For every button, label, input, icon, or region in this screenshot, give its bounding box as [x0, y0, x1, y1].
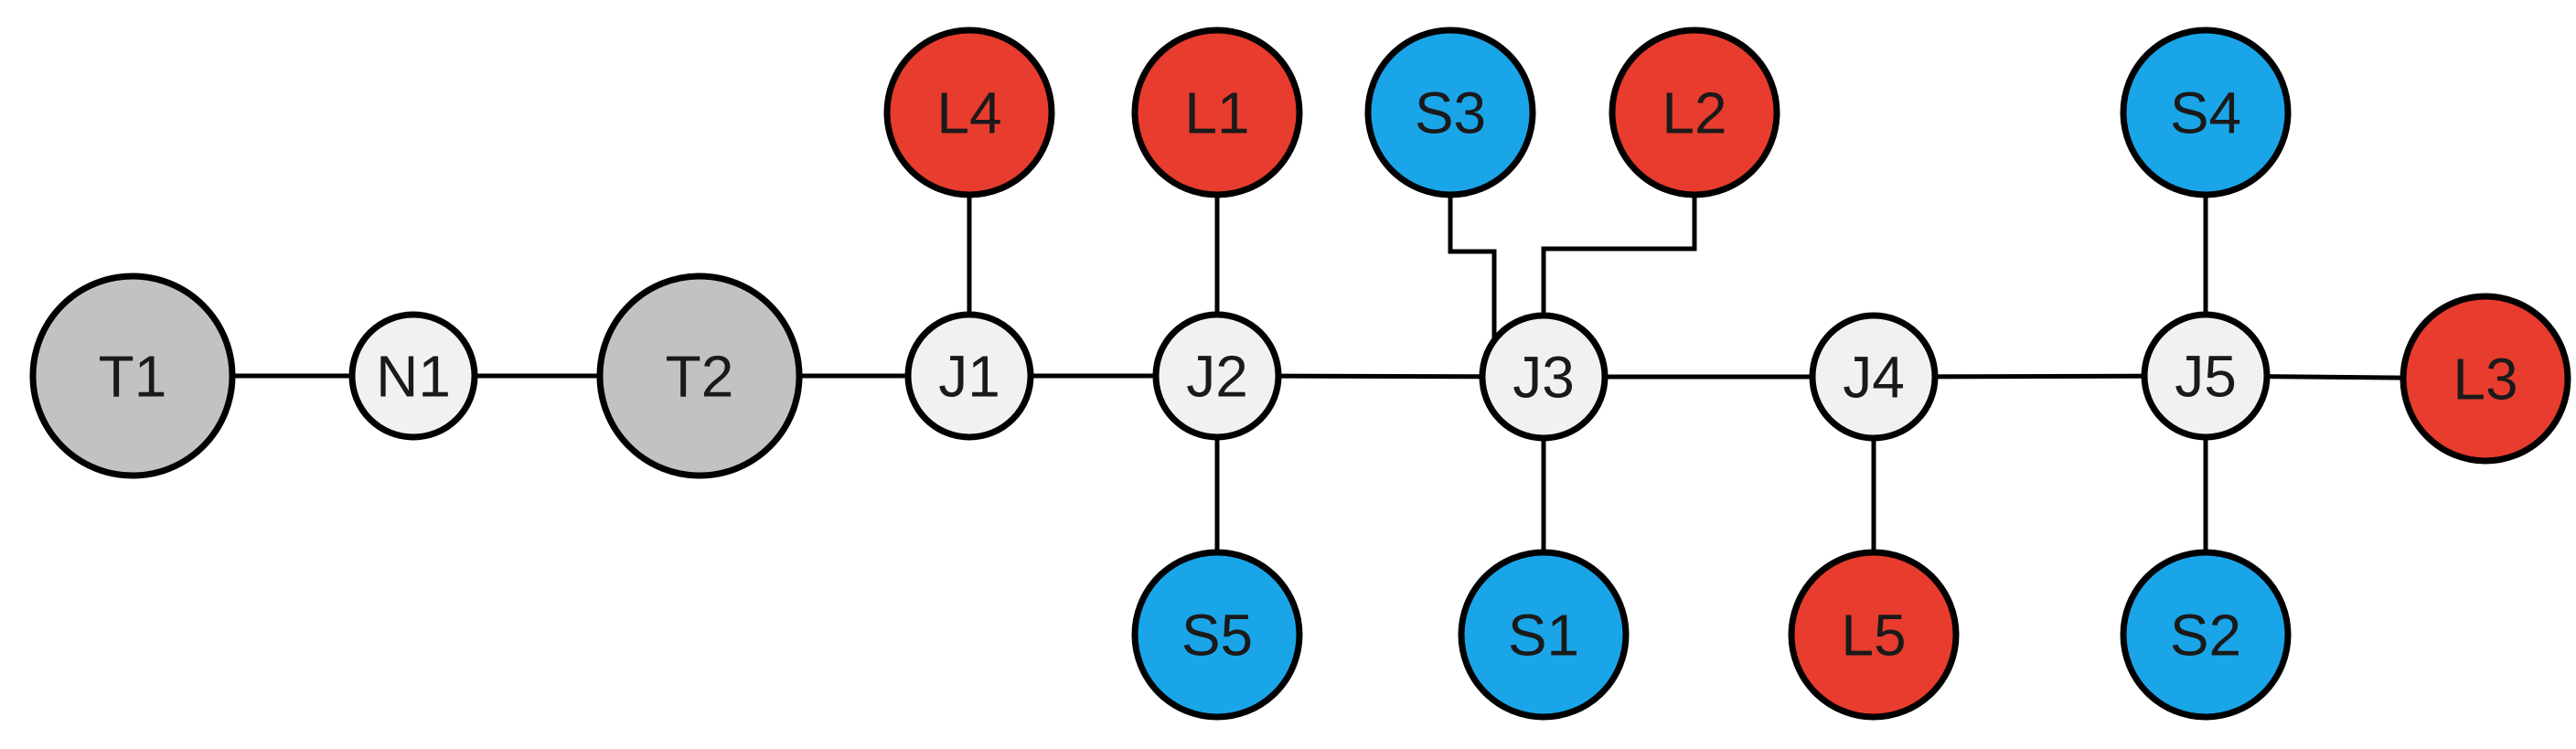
node-T2: T2: [596, 273, 803, 479]
node-label-T2: T2: [666, 344, 734, 410]
node-S5: S5: [1131, 549, 1303, 721]
node-label-S1: S1: [1508, 603, 1579, 669]
node-J3: J3: [1479, 312, 1609, 442]
node-label-J1: J1: [938, 344, 1000, 410]
node-S2: S2: [2120, 549, 2292, 721]
node-L3: L3: [2400, 293, 2571, 465]
terminal-node-circle-T2: [596, 273, 803, 479]
node-L1: L1: [1131, 27, 1303, 198]
junction-node-circle-N1: [348, 311, 478, 441]
node-label-T1: T1: [99, 344, 167, 410]
node-L2: L2: [1609, 27, 1780, 198]
node-label-L2: L2: [1662, 80, 1726, 146]
junction-node-circle-J1: [904, 311, 1034, 441]
node-label-L1: L1: [1184, 80, 1249, 146]
node-label-L3: L3: [2453, 347, 2517, 412]
load-node-circle-L2: [1609, 27, 1780, 198]
node-label-S5: S5: [1181, 603, 1253, 669]
load-node-circle-L1: [1131, 27, 1303, 198]
edges-layer: [133, 112, 2486, 635]
junction-node-circle-J2: [1152, 311, 1282, 441]
node-J1: J1: [904, 311, 1034, 441]
junction-node-circle-J3: [1479, 312, 1609, 442]
node-label-J5: J5: [2175, 344, 2237, 410]
junction-node-circle-J4: [1809, 312, 1939, 442]
node-label-J2: J2: [1186, 344, 1248, 410]
node-label-L4: L4: [936, 80, 1001, 146]
junction-node-circle-J5: [2141, 311, 2271, 441]
node-label-S2: S2: [2170, 603, 2241, 669]
node-label-L5: L5: [1841, 603, 1906, 669]
node-L4: L4: [883, 27, 1055, 198]
node-label-J3: J3: [1512, 345, 1575, 411]
node-S4: S4: [2120, 27, 2292, 198]
node-T1: T1: [29, 273, 236, 479]
load-node-circle-L5: [1788, 549, 1960, 721]
source-node-circle-S1: [1458, 549, 1630, 721]
node-J5: J5: [2141, 311, 2271, 441]
load-node-circle-L3: [2400, 293, 2571, 465]
source-node-circle-S4: [2120, 27, 2292, 198]
terminal-node-circle-T1: [29, 273, 236, 479]
node-label-S3: S3: [1415, 80, 1486, 146]
source-node-circle-S2: [2120, 549, 2292, 721]
source-node-circle-S5: [1131, 549, 1303, 721]
load-node-circle-L4: [883, 27, 1055, 198]
node-S1: S1: [1458, 549, 1630, 721]
node-S3: S3: [1364, 27, 1536, 198]
node-J2: J2: [1152, 311, 1282, 441]
node-N1: N1: [348, 311, 478, 441]
node-J4: J4: [1809, 312, 1939, 442]
node-label-S4: S4: [2170, 80, 2241, 146]
source-node-circle-S3: [1364, 27, 1536, 198]
node-label-N1: N1: [376, 344, 451, 410]
node-label-J4: J4: [1843, 345, 1905, 411]
node-L5: L5: [1788, 549, 1960, 721]
